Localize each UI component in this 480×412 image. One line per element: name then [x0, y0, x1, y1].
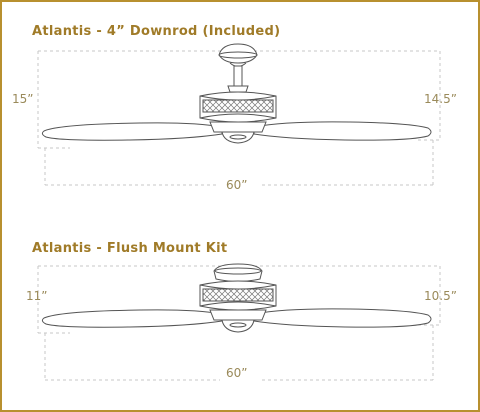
canopy-1: [218, 43, 258, 67]
downrod-left-height-label: 15”: [12, 92, 34, 106]
downrod-diagram-title: Atlantis - 4” Downrod (Included): [32, 24, 281, 39]
switch-housing-2: [209, 309, 267, 333]
motor-housing-2: [199, 280, 277, 311]
flush-mount-right-height-label: 10.5”: [424, 289, 457, 303]
fan-blades-2: [41, 308, 432, 328]
downrod: [233, 65, 243, 87]
motor-housing-1: [199, 91, 277, 123]
flush-mount-span-label: 60”: [226, 366, 248, 380]
flush-mount-diagram-title: Atlantis - Flush Mount Kit: [32, 241, 228, 256]
switch-housing-1: [209, 121, 267, 144]
downrod-span-label: 60”: [226, 178, 248, 192]
downrod-right-height-label: 14.5”: [424, 92, 457, 106]
flush-mount-fan-diagram: [37, 263, 441, 381]
downrod-fan-diagram: [37, 43, 441, 186]
flush-mount-left-height-label: 11”: [26, 289, 48, 303]
canopy-2: [213, 263, 263, 282]
fan-blades-1: [41, 121, 432, 141]
